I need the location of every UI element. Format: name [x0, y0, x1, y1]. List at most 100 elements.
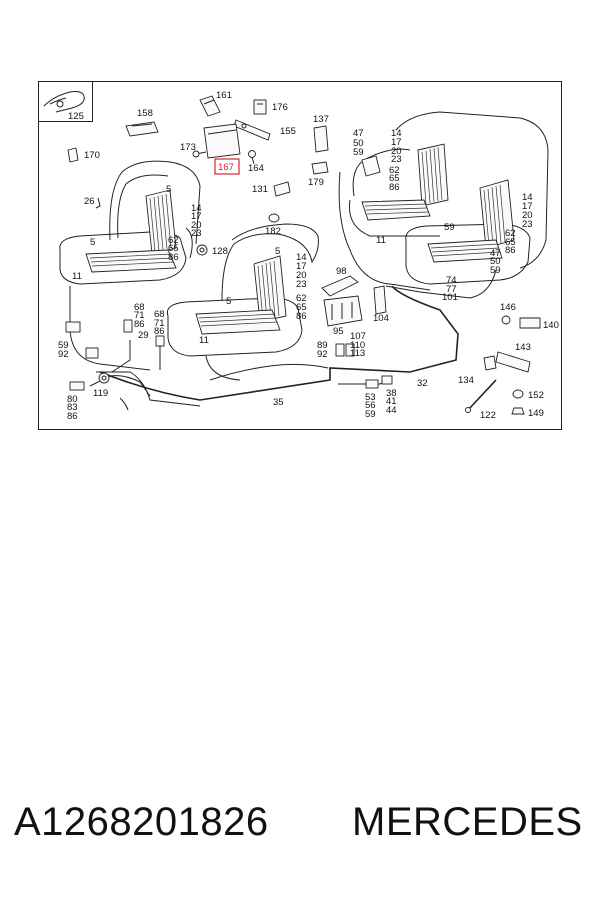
- callout-95: 95: [333, 326, 344, 337]
- callout-32: 32: [417, 378, 428, 389]
- callout-146: 146: [500, 302, 516, 313]
- callout-5: 5: [166, 184, 171, 195]
- callout-62: 62: [389, 165, 400, 176]
- callout-143: 143: [515, 342, 531, 353]
- part-95-switch-block: [323, 295, 363, 327]
- rear-back-panel-left: [417, 143, 449, 207]
- part-137-holder: [313, 125, 329, 153]
- callout-59: 59: [365, 409, 376, 420]
- rear-back-panel-right: [479, 179, 515, 249]
- callout-131: 131: [252, 184, 268, 195]
- callout-86: 86: [67, 411, 78, 422]
- callout-110: 110: [350, 340, 365, 351]
- callout-86: 86: [296, 311, 307, 322]
- part-number: A1268201826: [14, 800, 269, 844]
- callout-5: 5: [226, 296, 231, 307]
- part-143-rail: [495, 351, 531, 373]
- seat-cushion-panel-left: [85, 249, 177, 273]
- callout-56: 56: [365, 400, 376, 411]
- callout-92: 92: [58, 349, 69, 360]
- callout-labels: 161 176 158 155 137 47 50 59 173 167 164…: [58, 90, 559, 422]
- callout-17: 17: [391, 137, 402, 148]
- callout-11: 11: [72, 271, 82, 282]
- callout-26: 26: [84, 196, 95, 207]
- part-131-switch: [273, 181, 291, 197]
- callout-92: 92: [317, 349, 328, 360]
- seat-cushion-panel-right: [195, 309, 281, 335]
- part-122-cable: [465, 379, 497, 413]
- callout-167: 167: [218, 162, 234, 173]
- part-53-connector: [365, 379, 379, 389]
- callout-86: 86: [154, 326, 165, 337]
- wiring-harness: [89, 171, 497, 411]
- callout-20: 20: [522, 210, 533, 221]
- callout-47: 47: [353, 128, 364, 139]
- callout-17: 17: [191, 211, 202, 222]
- part-146-screw: [501, 315, 511, 325]
- callout-182: 182: [265, 226, 281, 237]
- part-29-connector: [123, 319, 165, 347]
- callout-5: 5: [90, 237, 95, 248]
- caption-bar: A1268201826 MERCEDES: [0, 800, 600, 860]
- callout-20: 20: [391, 146, 402, 157]
- part-182-cap: [268, 213, 280, 223]
- callout-68: 68: [134, 302, 145, 313]
- callout-11: 11: [376, 235, 386, 246]
- callout-59: 59: [490, 265, 501, 276]
- seat-back-panel-left: [145, 189, 177, 255]
- part-26-clip: [95, 197, 101, 209]
- callout-14: 14: [391, 128, 402, 139]
- callout-29: 29: [138, 330, 149, 341]
- callout-20: 20: [191, 220, 202, 231]
- callout-41: 41: [386, 396, 397, 407]
- part-59-plug-rear: [361, 155, 381, 177]
- callout-158: 158: [137, 108, 153, 119]
- callout-77: 77: [446, 284, 457, 295]
- callout-23: 23: [391, 154, 402, 165]
- part-152-cap: [512, 389, 524, 399]
- callout-53: 53: [365, 392, 376, 403]
- callout-50: 50: [490, 256, 501, 267]
- callout-104: 104: [373, 313, 389, 324]
- callout-59: 59: [353, 147, 364, 158]
- part-161-bracket: [199, 95, 221, 117]
- callout-11: 11: [199, 335, 209, 346]
- callout-98: 98: [336, 266, 347, 277]
- rear-bench-seat: [348, 111, 549, 285]
- callout-17: 17: [522, 201, 533, 212]
- callout-179: 179: [308, 177, 324, 188]
- callout-71: 71: [134, 310, 145, 321]
- callout-74: 74: [446, 275, 457, 286]
- callout-20: 20: [296, 270, 307, 281]
- highlight-box: [214, 158, 240, 175]
- part-158-cover: [125, 121, 159, 137]
- part-164-screw: [248, 150, 256, 165]
- rear-cushion-panel-right: [427, 239, 503, 263]
- part-92-connector: [85, 347, 99, 359]
- part-140-bracket: [519, 317, 541, 329]
- callout-128: 128: [212, 246, 228, 257]
- part-170-clip: [67, 147, 79, 163]
- part-173-screw: [192, 150, 207, 158]
- callout-152: 152: [528, 390, 544, 401]
- callout-86: 86: [505, 245, 516, 256]
- callout-62: 62: [296, 293, 307, 304]
- callout-140: 140: [543, 320, 559, 331]
- callout-134: 134: [458, 375, 474, 386]
- callout-170: 170: [84, 150, 100, 161]
- callout-86: 86: [134, 319, 145, 330]
- callout-107: 107: [350, 331, 366, 342]
- callout-14: 14: [522, 192, 533, 203]
- front-right-seat: [166, 223, 319, 381]
- part-80-connector: [69, 381, 85, 391]
- callout-65: 65: [389, 173, 400, 184]
- part-134-lever: [483, 355, 497, 371]
- part-89-connector: [335, 343, 355, 357]
- callout-86: 86: [389, 182, 400, 193]
- part-104-bracket: [373, 285, 387, 315]
- part-119-grommet: [98, 372, 110, 384]
- callout-89: 89: [317, 340, 328, 351]
- callout-65: 65: [296, 302, 307, 313]
- brand-name: MERCEDES: [352, 800, 583, 844]
- callout-137: 137: [313, 114, 329, 125]
